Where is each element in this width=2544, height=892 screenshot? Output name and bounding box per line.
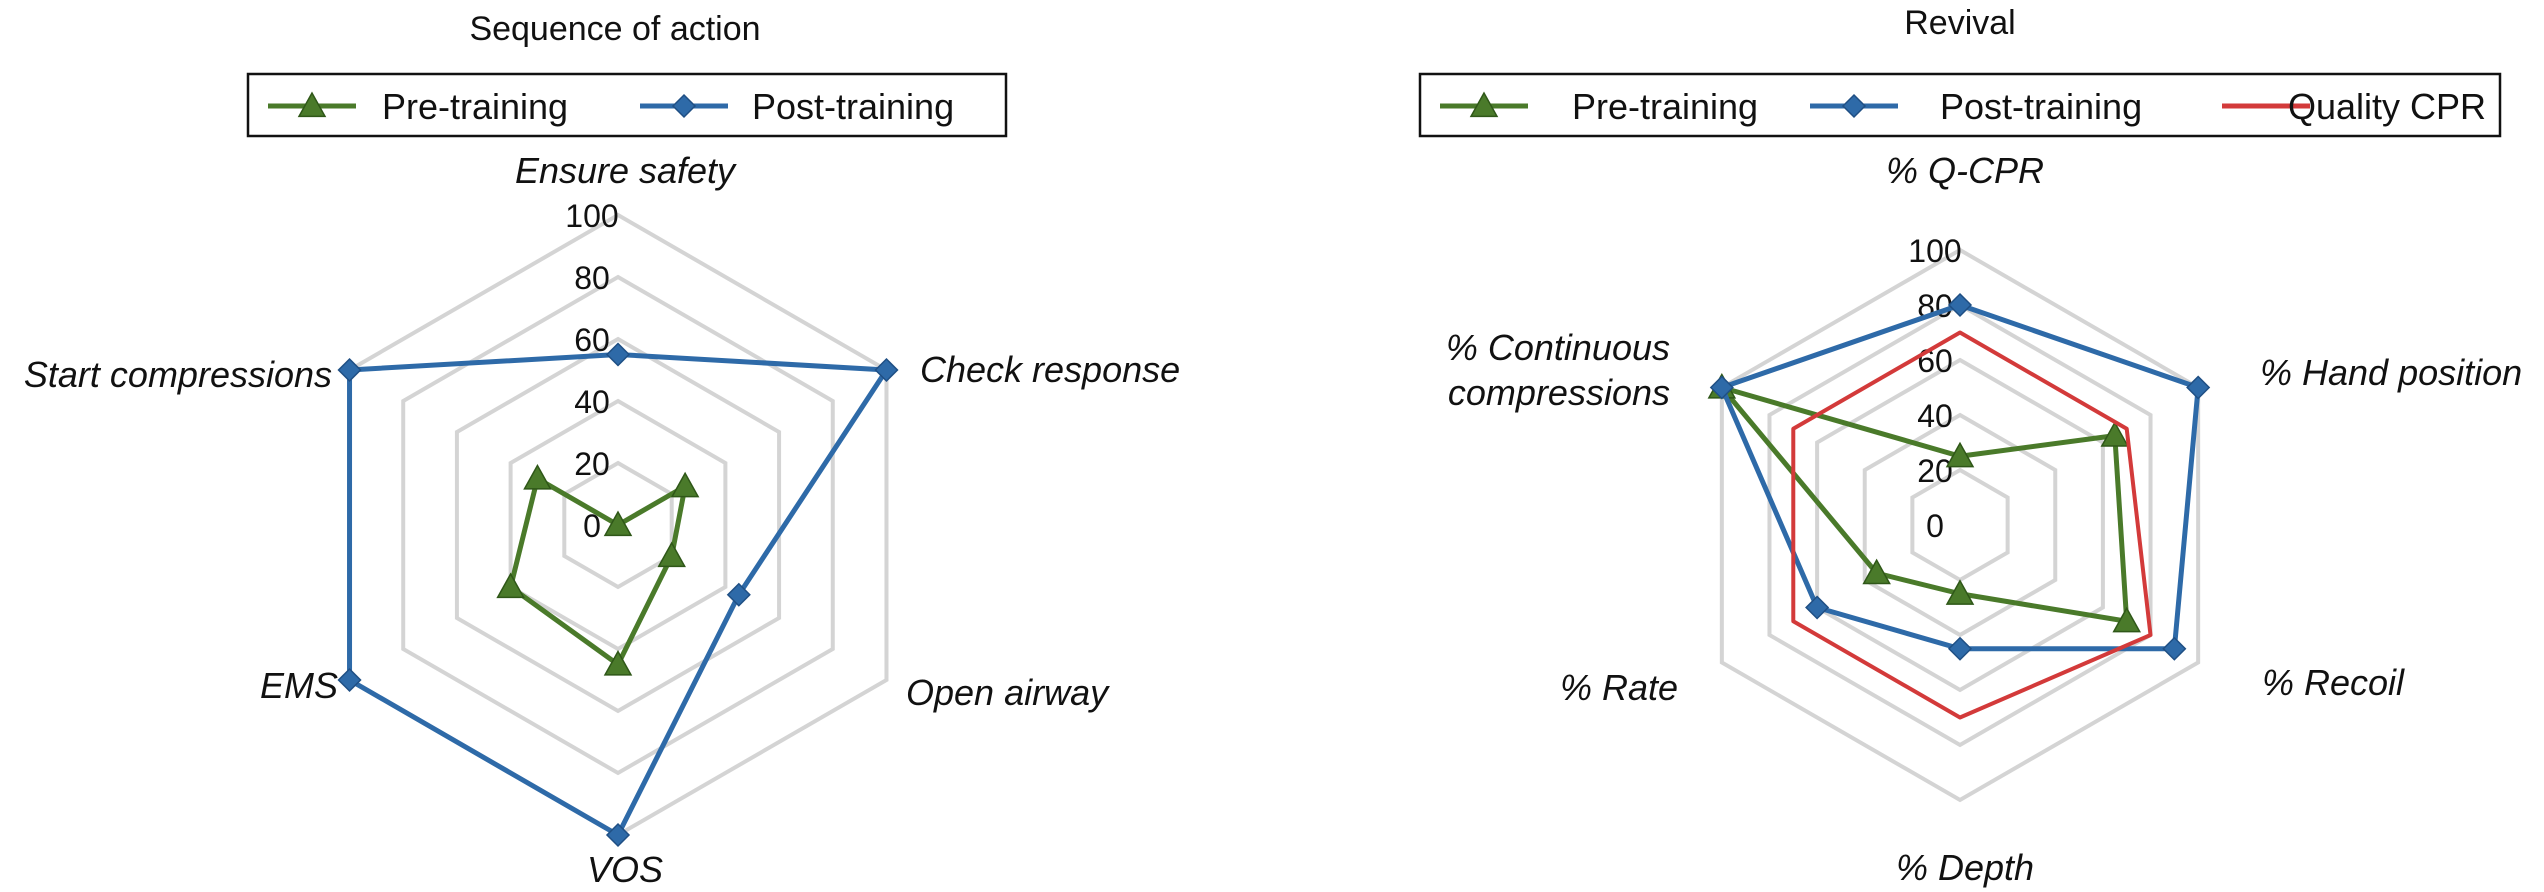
grid-ring xyxy=(1862,412,2058,638)
legend-label-post-training: Post-training xyxy=(1940,86,2142,127)
data-point-pre-training-vos xyxy=(603,649,633,676)
axis-label-open-airway: Open airway xyxy=(906,672,1110,713)
legend-box-left xyxy=(246,72,1008,138)
series-quality-cpr xyxy=(1791,330,2153,720)
axis-label-start-compressions: Start compressions xyxy=(24,354,332,395)
data-point-post-training-hand-position xyxy=(2186,375,2211,400)
data-point-post-training-open-airway xyxy=(726,582,751,607)
legend-right: Pre-training Post-training Quality CPR xyxy=(1440,86,2486,127)
series-line-post-training xyxy=(347,352,889,838)
grid-ring xyxy=(454,336,782,714)
axis-label-hand-position: % Hand position xyxy=(2260,352,2522,393)
legend-marker-pre-training xyxy=(1469,91,1499,118)
legend-item-pre-training: Pre-training xyxy=(1440,86,1758,127)
chart-title-right: Revival xyxy=(1904,4,2015,42)
axis-label-rate: % Rate xyxy=(1560,667,1678,708)
legend-label-pre-training: Pre-training xyxy=(382,86,568,127)
r-tick-label: 40 xyxy=(574,384,610,420)
legend-label-post-training: Post-training xyxy=(752,86,954,127)
data-point-pre-training-start-compressions xyxy=(523,463,552,490)
axis-label-check-response: Check response xyxy=(920,349,1180,390)
axis-label-depth: % Depth xyxy=(1896,847,2034,888)
legend-marker-post-training xyxy=(671,93,697,119)
series-post-training xyxy=(1709,292,2211,661)
r-tick-label: 100 xyxy=(565,198,618,234)
legend-label-quality-cpr: Quality CPR xyxy=(2288,86,2486,127)
data-point-pre-training-rate xyxy=(1862,558,1891,585)
data-point-post-training-ensure-safety xyxy=(605,342,631,367)
data-point-post-training-check-response xyxy=(874,357,899,383)
data-point-pre-training-hand-position xyxy=(2100,421,2130,447)
legend-left: Pre-training Post-training xyxy=(268,86,954,127)
data-point-post-training-rate xyxy=(1805,595,1830,620)
grid-ring xyxy=(1815,357,2105,693)
data-point-pre-training-open-airway xyxy=(657,541,686,568)
legend-box-right xyxy=(1418,72,2502,138)
legend-marker-post-training xyxy=(1841,93,1867,119)
legend-label-pre-training: Pre-training xyxy=(1572,86,1758,127)
legend-marker-pre-training xyxy=(297,91,327,118)
series-line-quality-cpr xyxy=(1791,330,2153,720)
axis-label-ensure-safety: Ensure safety xyxy=(515,150,737,191)
legend-item-post-training: Post-training xyxy=(640,86,954,127)
series-post-training xyxy=(337,342,899,848)
axis-label-ems: EMS xyxy=(260,665,338,706)
axis-label-vos: VOS xyxy=(587,849,663,890)
grid-ring xyxy=(1767,302,2153,748)
data-point-post-training-recoil xyxy=(2162,636,2187,661)
data-point-pre-training-ems xyxy=(496,572,525,599)
r-tick-label: 0 xyxy=(1926,508,1944,544)
legend-item-quality-cpr: Quality CPR xyxy=(2222,86,2486,127)
data-point-pre-training-depth xyxy=(1945,579,1975,605)
r-tick-label: 20 xyxy=(574,446,610,482)
data-point-pre-training-ensure-safety xyxy=(603,510,633,537)
grid-ring xyxy=(508,398,728,652)
data-point-post-training-start-compressions xyxy=(337,357,362,383)
data-point-post-training-depth xyxy=(1947,636,1973,661)
r-tick-label: 0 xyxy=(583,508,601,544)
axis-label-q-cpr: % Q-CPR xyxy=(1886,150,2044,191)
data-point-post-training-vos xyxy=(605,822,631,848)
r-tick-label: 20 xyxy=(1917,453,1953,489)
axis-label-recoil: % Recoil xyxy=(2262,662,2405,703)
data-point-post-training-continuous-compressions xyxy=(1709,375,1734,400)
legend-item-post-training: Post-training xyxy=(1810,86,2142,127)
data-point-pre-training-recoil xyxy=(2112,606,2141,633)
chart-title-left: Sequence of action xyxy=(469,10,760,48)
r-tick-label: 40 xyxy=(1917,398,1953,434)
data-point-post-training-ems xyxy=(337,667,362,693)
data-point-post-training-q-cpr xyxy=(1947,292,1973,318)
data-point-pre-training-check-response xyxy=(670,471,700,498)
r-tick-label: 60 xyxy=(574,322,610,358)
r-tick-label: 80 xyxy=(574,260,610,296)
legend-item-pre-training: Pre-training xyxy=(268,86,568,127)
data-point-pre-training-q-cpr xyxy=(1945,441,1975,468)
r-tick-label: 100 xyxy=(1908,233,1961,269)
series-pre-training xyxy=(496,463,700,676)
grid-ring xyxy=(401,274,835,776)
